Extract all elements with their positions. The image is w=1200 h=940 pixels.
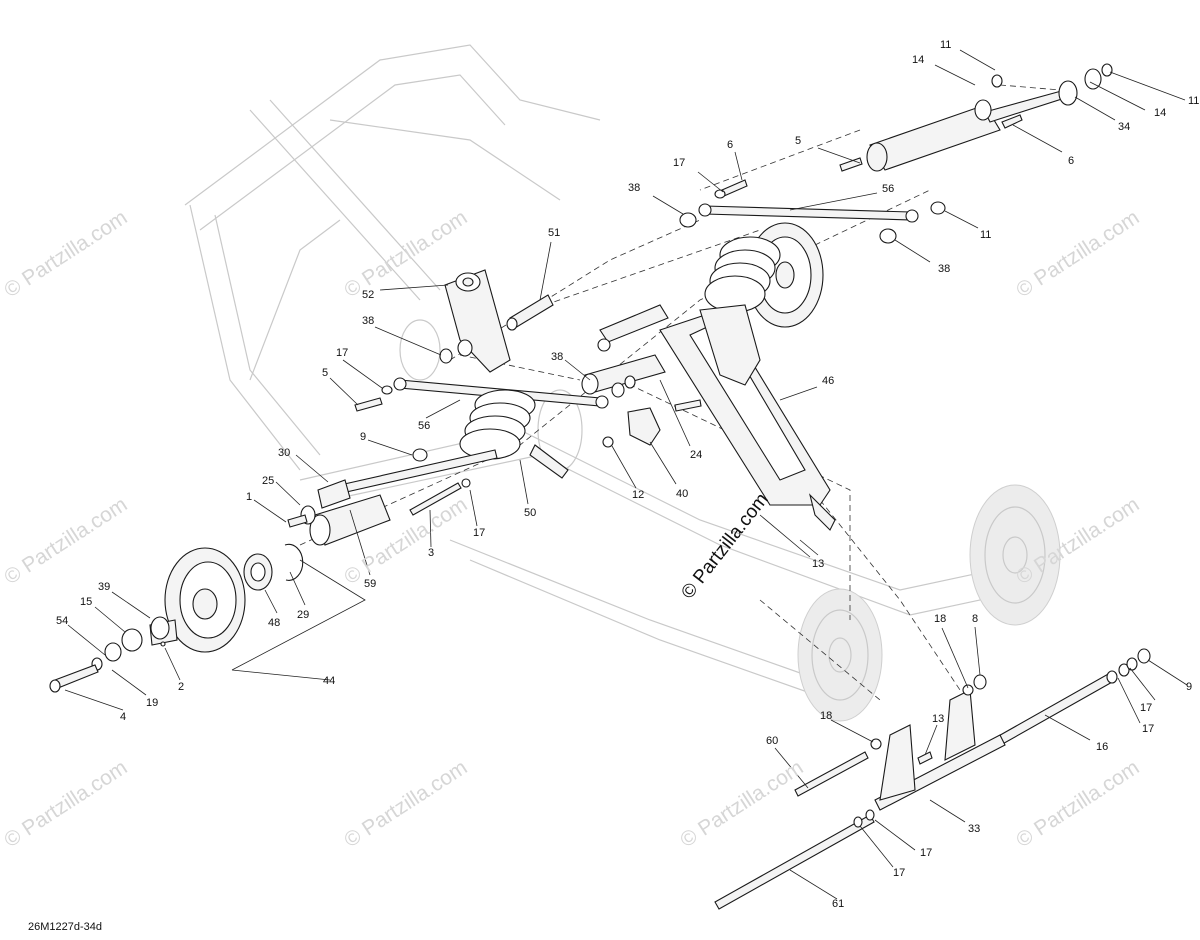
callout-label: 34 xyxy=(1118,121,1130,133)
callout-label: 38 xyxy=(628,182,640,194)
callout-label: 16 xyxy=(1096,741,1108,753)
callout-label: 17 xyxy=(336,347,348,359)
ghost-frame xyxy=(184,44,1061,722)
callout-label: 61 xyxy=(832,898,844,910)
callout-label: 19 xyxy=(146,697,158,709)
callout-label: 38 xyxy=(938,263,950,275)
callout-label: 5 xyxy=(795,135,801,147)
callout-label: 4 xyxy=(120,711,126,723)
callout-label: 18 xyxy=(934,613,946,625)
callout-label: 51 xyxy=(548,227,560,239)
partzilla-watermark: © Partzilla.com xyxy=(0,206,131,302)
callout-label: 6 xyxy=(1068,155,1074,167)
center-watermark: © Partzilla.com xyxy=(677,489,772,603)
callout-label: 11 xyxy=(980,229,991,241)
bracket-52 xyxy=(439,269,554,373)
callout-label: 40 xyxy=(676,488,688,500)
callout-label: 18 xyxy=(820,710,832,722)
callout-label: 11 xyxy=(940,39,951,51)
callout-label: 59 xyxy=(364,578,376,590)
leader-lines xyxy=(64,49,1188,900)
partzilla-watermark: © Partzilla.com xyxy=(0,493,131,589)
callout-label: 29 xyxy=(297,609,309,621)
callout-label: 5 xyxy=(322,367,328,379)
callout-label: 8 xyxy=(972,613,978,625)
shock-absorber xyxy=(839,63,1113,172)
callout-label: 9 xyxy=(360,431,366,443)
torsion-spring-50 xyxy=(339,389,569,494)
callout-label: 12 xyxy=(632,489,644,501)
callout-label: 60 xyxy=(766,735,778,747)
partzilla-watermark: © Partzilla.com xyxy=(676,756,807,852)
callout-label: 44 xyxy=(323,675,335,687)
callout-label: 3 xyxy=(428,547,434,559)
partzilla-watermark: © Partzilla.com xyxy=(1012,206,1143,302)
partzilla-watermark: © Partzilla.com xyxy=(1012,756,1143,852)
small-hardware-center xyxy=(409,448,471,516)
lower-axle-assembly xyxy=(714,648,1151,910)
upper-wheel-spring xyxy=(704,222,824,328)
callout-label: 25 xyxy=(262,475,274,487)
callout-label: 56 xyxy=(882,183,894,195)
callout-label: 17 xyxy=(920,847,932,859)
callout-label: 1 xyxy=(246,491,252,503)
callout-label: 14 xyxy=(1154,107,1166,119)
callout-label: 13 xyxy=(932,713,944,725)
callout-label: 2 xyxy=(178,681,184,693)
callout-label: 6 xyxy=(727,139,733,151)
callout-label: 24 xyxy=(690,449,702,461)
callout-label: 14 xyxy=(912,54,924,66)
partzilla-watermark: © Partzilla.com xyxy=(340,756,471,852)
bracket-40 xyxy=(602,407,661,448)
callout-label: 33 xyxy=(968,823,980,835)
callout-label: 17 xyxy=(473,527,485,539)
callout-label: 46 xyxy=(822,375,834,387)
diagram-code: 26M1227d-34d xyxy=(28,921,102,933)
callout-label: 48 xyxy=(268,617,280,629)
partzilla-watermark: © Partzilla.com xyxy=(0,756,131,852)
callout-label: 39 xyxy=(98,581,110,593)
callout-label: 38 xyxy=(551,351,563,363)
callout-label: 13 xyxy=(812,558,824,570)
callout-label: 17 xyxy=(1140,702,1152,714)
callout-label: 11 xyxy=(1188,95,1199,107)
callout-label: 9 xyxy=(1186,681,1192,693)
callout-label: 54 xyxy=(56,615,68,627)
callout-label: 50 xyxy=(524,507,536,519)
callout-label: 52 xyxy=(362,289,374,301)
swing-arm-46 xyxy=(597,304,836,531)
callout-label: 17 xyxy=(893,867,905,879)
callout-label: 56 xyxy=(418,420,430,432)
wheel-assembly-44 xyxy=(49,479,391,693)
callout-label: 17 xyxy=(673,157,685,169)
callout-label: 30 xyxy=(278,447,290,459)
callout-label: 38 xyxy=(362,315,374,327)
callout-label: 17 xyxy=(1142,723,1154,735)
callout-label: 15 xyxy=(80,596,92,608)
tube-assembly xyxy=(581,354,702,412)
rod-56-upper xyxy=(679,179,946,244)
